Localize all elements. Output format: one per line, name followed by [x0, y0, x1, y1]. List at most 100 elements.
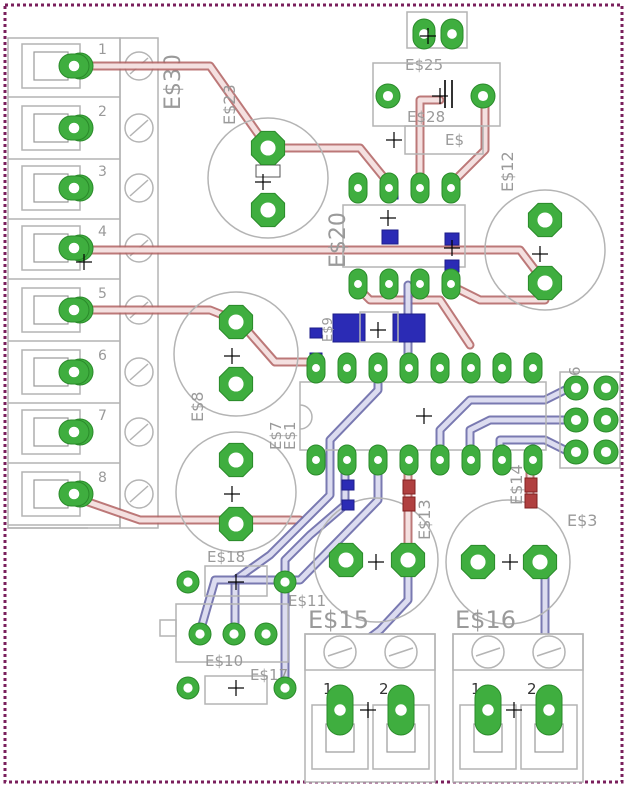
- origin-cross: [416, 408, 432, 424]
- es20-pin: [348, 172, 368, 204]
- terminal-oval-pad: [58, 235, 90, 261]
- es11-pad: [176, 570, 200, 594]
- label-es20: E$20: [326, 212, 351, 268]
- es17-pad: [176, 676, 200, 700]
- origin-cross: [228, 574, 244, 590]
- es25-pad-1: [412, 18, 436, 50]
- terminal-number: 1: [98, 42, 107, 58]
- es1-pin: [430, 444, 450, 476]
- terminal-number: 1: [471, 680, 481, 698]
- origin-cross: [224, 348, 240, 364]
- label-es8: E$8: [188, 392, 207, 422]
- es13-pad-1: [328, 542, 364, 578]
- origin-cross: [360, 702, 376, 718]
- es25-pad-2: [440, 18, 464, 50]
- es1-pin: [492, 444, 512, 476]
- es11-pad: [273, 570, 297, 594]
- header-pin: [593, 375, 619, 401]
- origin-cross: [228, 680, 244, 696]
- es20-pin: [379, 172, 399, 204]
- es1-pin: [461, 444, 481, 476]
- origin-cross: [432, 88, 448, 104]
- terminal-pad-2: [387, 684, 415, 736]
- es18-pad-2: [218, 506, 254, 542]
- origin-cross: [255, 174, 271, 190]
- es1-pin: [461, 352, 481, 384]
- top-traces: [63, 61, 550, 565]
- es1-pin: [337, 352, 357, 384]
- terminal-number: 2: [98, 104, 107, 120]
- origin-cross: [368, 554, 384, 570]
- es20-pin: [410, 172, 430, 204]
- terminal-number: 5: [98, 286, 107, 302]
- origin-cross: [502, 554, 518, 570]
- capacitor-es8: [173, 291, 299, 417]
- origin-cross: [532, 246, 548, 262]
- label-es7: E$7: [267, 421, 285, 450]
- es28-pad-2: [470, 83, 496, 109]
- es8-pad-2: [218, 366, 254, 402]
- header-pin: [563, 439, 589, 465]
- es28-pad-1: [375, 83, 401, 109]
- terminal-oval-pad: [58, 115, 90, 141]
- origin-cross: [380, 210, 396, 226]
- es12-pad-2: [527, 265, 563, 301]
- label-es12: E$12: [498, 151, 517, 192]
- es10-pad: [222, 622, 246, 646]
- es1-pin: [368, 352, 388, 384]
- terminal-number: 4: [98, 224, 107, 240]
- label-es1: E$1: [281, 421, 299, 450]
- terminal-pad-1: [326, 684, 354, 736]
- terminal-pad-2: [535, 684, 563, 736]
- es23-pad-1: [250, 130, 286, 166]
- label-es28: E$28: [407, 108, 445, 126]
- terminal-number: 6: [98, 348, 107, 364]
- terminal-pad-1: [474, 684, 502, 736]
- es20-pin: [441, 268, 461, 300]
- label-es18: E$18: [207, 548, 245, 566]
- es3-pad-1: [460, 544, 496, 580]
- label-es9: E$9: [321, 317, 336, 342]
- terminal-number: 1: [323, 680, 333, 698]
- es1-pin: [368, 444, 388, 476]
- terminal-number: 2: [379, 680, 389, 698]
- capacitor-es13: [313, 497, 439, 623]
- es20-pin: [441, 172, 461, 204]
- connector-es10: [159, 565, 289, 705]
- smd-es9: [332, 311, 426, 343]
- origin-cross: [224, 486, 240, 502]
- es3-pad-2: [522, 544, 558, 580]
- ic-es20: [342, 204, 466, 268]
- es13-pad-2: [390, 542, 426, 578]
- origin-crosses: [76, 28, 548, 718]
- terminal-oval-pad: [58, 419, 90, 445]
- es1-pin: [399, 444, 419, 476]
- resistor-small: [404, 125, 484, 155]
- es1-pin: [492, 352, 512, 384]
- es23-pad-2: [250, 192, 286, 228]
- es1-pin: [523, 352, 543, 384]
- label-es-small: E$: [445, 131, 464, 149]
- es1-pin: [306, 352, 326, 384]
- label-es10: E$10: [205, 652, 243, 670]
- terminal-number: 8: [98, 470, 107, 486]
- label-es11: E$11: [288, 592, 326, 610]
- origin-cross: [506, 702, 522, 718]
- terminal-oval-pad: [58, 359, 90, 385]
- es1-pin: [523, 444, 543, 476]
- label-es14: E$14: [507, 464, 526, 505]
- terminal-oval-pad: [58, 175, 90, 201]
- es1-pin: [430, 352, 450, 384]
- origin-cross: [76, 254, 92, 270]
- es12-pad-1: [527, 202, 563, 238]
- header-pin: [593, 407, 619, 433]
- capacitor-es3: [445, 499, 571, 625]
- label-es15: E$15: [308, 606, 369, 634]
- pads: 1 2 1 2: [58, 18, 619, 770]
- header-pin: [563, 375, 589, 401]
- es1-pin: [306, 444, 326, 476]
- origin-cross: [444, 240, 460, 256]
- es18-pad-1: [218, 442, 254, 478]
- es20-pin: [410, 268, 430, 300]
